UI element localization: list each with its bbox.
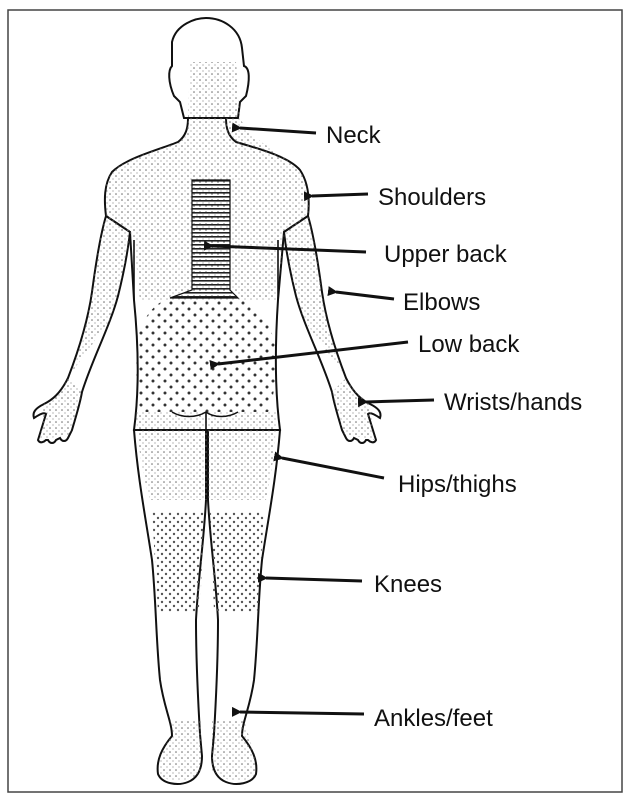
label-knees: Knees	[374, 571, 442, 598]
low-back-region	[136, 298, 276, 412]
arrow-ankles-feet	[240, 712, 364, 714]
arrow-hips-thighs	[282, 458, 384, 478]
arrow-wrists-hands	[366, 400, 434, 402]
left-hand-stipple	[40, 378, 82, 440]
right-foot-stipple	[212, 720, 256, 781]
arrow-neck	[240, 128, 316, 133]
label-ankles-feet: Ankles/feet	[374, 705, 493, 732]
label-shoulders: Shoulders	[378, 184, 486, 211]
arrow-elbows	[336, 292, 394, 299]
shaded-regions	[40, 62, 374, 781]
label-wrists-hands: Wrists/hands	[444, 389, 582, 416]
label-low-back: Low back	[418, 331, 520, 358]
arrow-knees	[266, 578, 362, 581]
arrow-shoulders	[312, 194, 368, 196]
right-hand-stipple	[332, 378, 374, 440]
left-arm-stipple	[72, 216, 130, 372]
label-neck: Neck	[326, 122, 382, 149]
label-hips-thighs: Hips/thighs	[398, 471, 517, 498]
left-foot-stipple	[160, 720, 203, 781]
label-elbows: Elbows	[403, 289, 480, 316]
left-knee-region	[152, 512, 204, 612]
right-arm-stipple	[284, 216, 342, 372]
label-upper-back: Upper back	[384, 241, 508, 268]
right-knee-region	[210, 512, 264, 612]
